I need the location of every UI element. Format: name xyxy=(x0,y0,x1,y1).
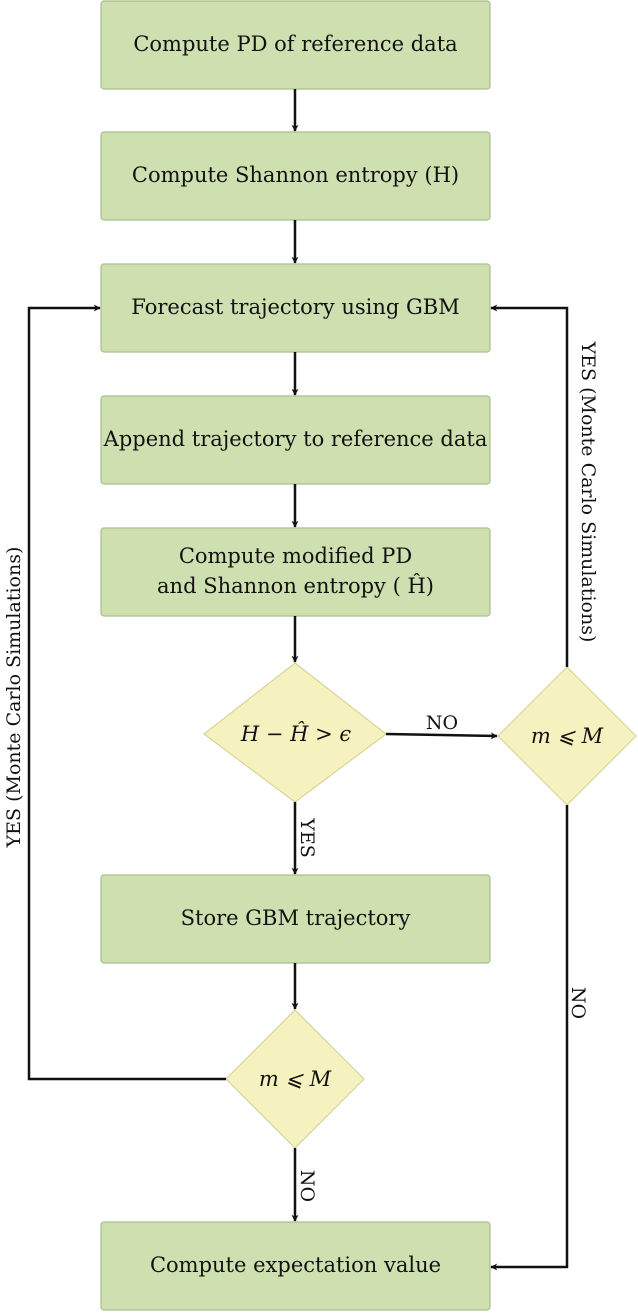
modified-entropy-label-line1: Compute modified PD xyxy=(179,544,412,568)
modified-entropy-label-line2: and Shannon entropy ( Ĥ) xyxy=(157,574,434,598)
connectors xyxy=(27,89,569,1271)
decision-m-check-right: m ⩽ M xyxy=(497,666,637,806)
edge-label-no-right: NO xyxy=(567,987,589,1019)
m-check-right-label: m ⩽ M xyxy=(531,724,604,748)
forecast-label: Forecast trajectory using GBM xyxy=(131,295,459,319)
edge-label-yes-left: YES (Monte Carlo Simulations) xyxy=(3,547,25,849)
decision-m-check-bottom: m ⩽ M xyxy=(225,1009,365,1149)
m-check-bottom-label: m ⩽ M xyxy=(259,1067,332,1091)
edge-m-right-no-to-expectation xyxy=(490,805,569,1271)
entropy-check-label: H − Ĥ > ϵ xyxy=(240,722,352,746)
store-label: Store GBM trajectory xyxy=(181,906,411,930)
edge-m-right-yes-to-forecast xyxy=(490,304,569,667)
expectation-label: Compute expectation value xyxy=(150,1253,441,1277)
decision-entropy-check: H − Ĥ > ϵ xyxy=(203,662,387,803)
edge-check-no-to-m-right xyxy=(385,732,498,740)
edge-label-no-entropy: NO xyxy=(426,712,458,734)
process-box-append: Append trajectory to reference data xyxy=(100,395,491,485)
process-box-modified-entropy: Compute modified PD and Shannon entropy … xyxy=(100,527,491,617)
process-box-store: Store GBM trajectory xyxy=(100,874,491,964)
append-label: Append trajectory to reference data xyxy=(103,427,488,451)
edge-label-yes-entropy: YES xyxy=(296,817,318,857)
process-box-expectation: Compute expectation value xyxy=(100,1221,491,1311)
edge-label-no-bottom: NO xyxy=(296,1170,318,1202)
compute-pd-label: Compute PD of reference data xyxy=(133,32,457,56)
process-box-forecast: Forecast trajectory using GBM xyxy=(100,263,491,353)
edge-m-bottom-yes-to-forecast xyxy=(27,304,226,1081)
process-box-shannon-entropy: Compute Shannon entropy (H) xyxy=(100,131,491,221)
shannon-entropy-label: Compute Shannon entropy (H) xyxy=(132,163,459,187)
edge-label-yes-right: YES (Monte Carlo Simulations) xyxy=(577,341,599,643)
process-box-compute-pd: Compute PD of reference data xyxy=(100,0,491,90)
